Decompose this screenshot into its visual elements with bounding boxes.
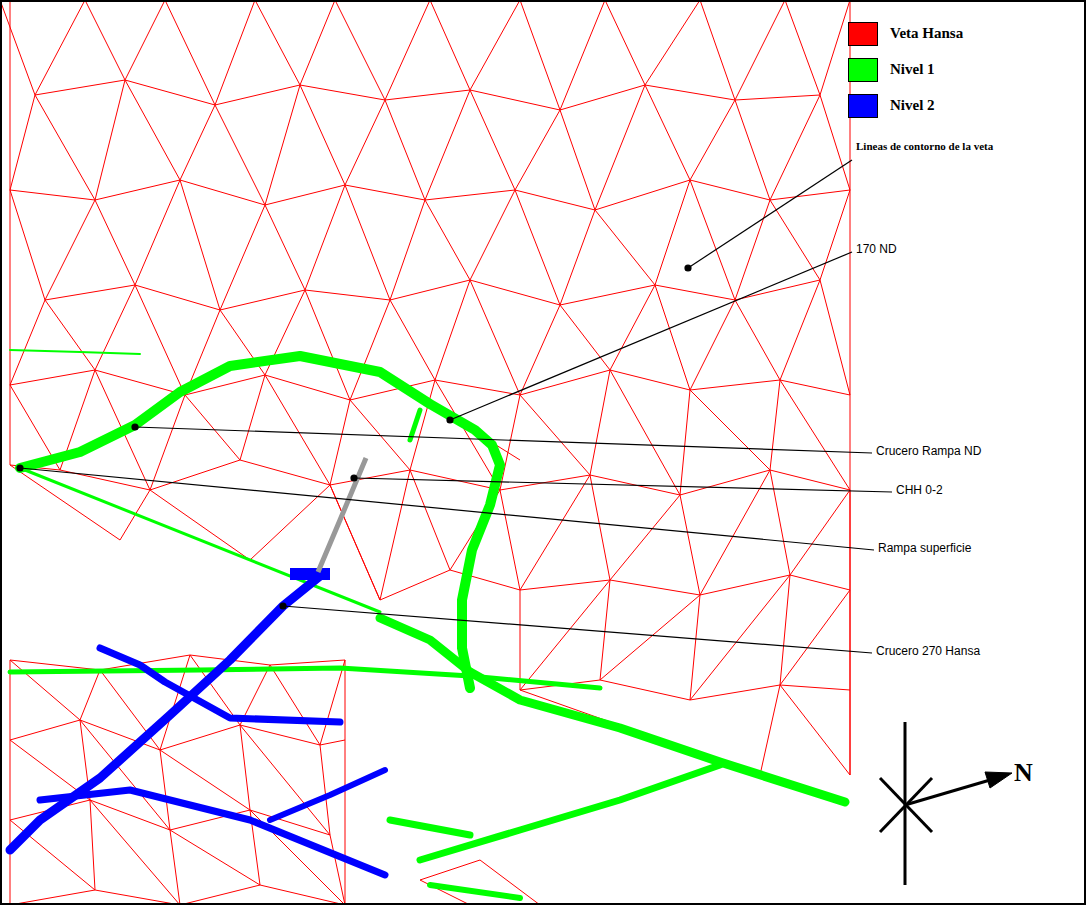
level-label: 170 ND [856,243,897,257]
contour-note: Lineas de contorno de la veta [856,140,1006,153]
vein-contour-mesh [0,0,850,905]
drift-label: Crucero Rampa ND [876,445,981,459]
legend-swatch [848,58,878,82]
level-1-drifts [10,350,845,898]
chimney-label: CHH 0-2 [896,484,943,498]
drift-label: Crucero 270 Hansa [876,645,980,659]
north-arrow [880,722,1012,885]
level-2-drifts [10,568,385,875]
leader-lines [17,160,892,653]
legend-text: Veta Hansa [890,25,963,42]
north-letter: N [1014,758,1033,788]
legend-swatch [848,94,878,118]
legend-text: Nivel 1 [890,61,935,78]
legend-text: Nivel 2 [890,97,935,114]
legend-swatch [848,22,878,46]
chimney-chh [318,458,366,572]
ramp-label: Rampa superficie [878,542,971,556]
